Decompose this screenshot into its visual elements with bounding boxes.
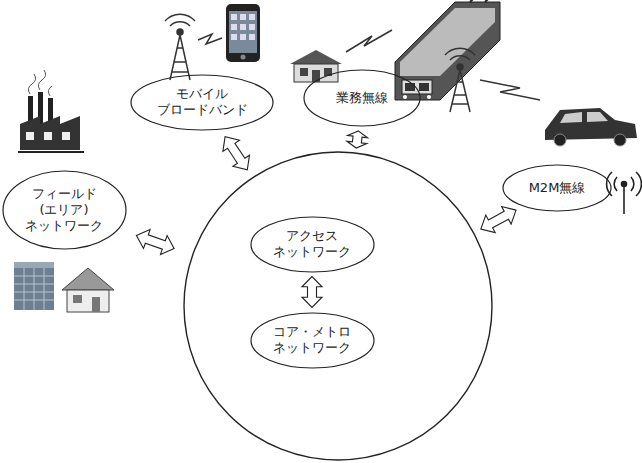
network-ellipse: コア・メトロ ネットワーク (250, 312, 375, 369)
network-ellipse: 業務無線 (303, 69, 421, 127)
m2m-antenna-symbol (607, 172, 642, 214)
outline (183, 151, 493, 461)
office-building (14, 262, 54, 310)
double-block-arrow (223, 137, 250, 170)
text-holder: フィールド (エリア) ネットワーク (25, 186, 103, 235)
node-label: 業務無線 (336, 90, 388, 106)
node-label: コア・メトロ ネットワーク (273, 324, 351, 357)
antenna-tower (445, 48, 475, 112)
double-block-arrow (481, 207, 516, 233)
double-block-arrow (347, 131, 368, 148)
node-label: アクセス ネットワーク (273, 228, 351, 261)
double-block-arrow (136, 230, 174, 255)
node-label: M2M無線 (529, 180, 586, 196)
antenna-tower (165, 14, 195, 80)
text-holder: モバイル ブロードバンド (157, 86, 248, 119)
text-holder: アクセス ネットワーク (273, 228, 351, 261)
radio-wave (198, 34, 222, 44)
network-ellipse: フィールド (エリア) ネットワーク (2, 170, 127, 250)
network-circle: アクセス ネットワークコア・メトロ ネットワーク (183, 151, 493, 461)
text-holder: M2M無線 (529, 180, 586, 196)
smartphone (226, 4, 260, 62)
node-label: フィールド (エリア) ネットワーク (25, 186, 103, 235)
network-ellipse: モバイル ブロードバンド (130, 74, 274, 131)
network-ellipse: M2M無線 (502, 164, 612, 212)
text-holder: コア・メトロ ネットワーク (273, 324, 351, 357)
house (62, 268, 114, 312)
factory (18, 70, 84, 152)
train (395, 0, 500, 100)
radio-wave (480, 80, 540, 100)
station-building (290, 50, 342, 82)
radio-wave (346, 30, 392, 52)
node-label: モバイル ブロードバンド (157, 86, 248, 119)
network-ellipse: アクセス ネットワーク (250, 216, 375, 273)
text-holder: 業務無線 (336, 90, 388, 106)
car (545, 108, 637, 146)
double-block-arrow (302, 277, 322, 308)
